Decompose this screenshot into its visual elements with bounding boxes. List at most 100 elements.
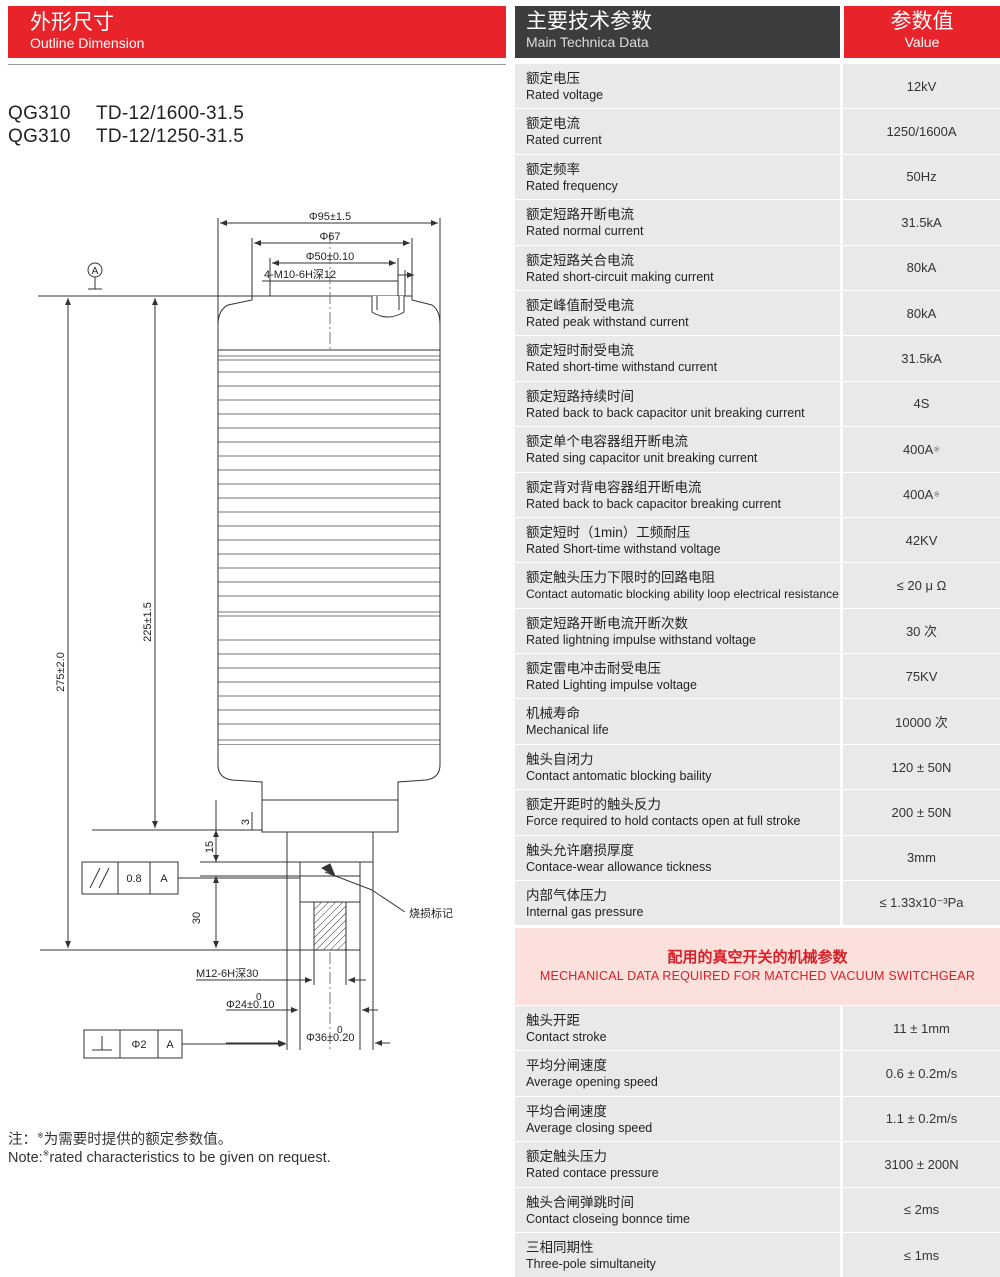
dim-36: Φ36±0.20 xyxy=(306,1032,354,1044)
param-en: Rated peak withstand current xyxy=(526,314,689,329)
table-row: 额定电压 Rated voltage 12kV xyxy=(515,64,1000,110)
param-value: 31.5kA xyxy=(843,336,1000,381)
param-en: Rated back to back capacitor unit breaki… xyxy=(526,405,805,420)
perp-tolerance: Φ2 xyxy=(132,1039,147,1051)
dim-24-upper: 0 xyxy=(256,992,262,1003)
param-zh: 内部气体压力 xyxy=(526,888,607,904)
parallel-datum: A xyxy=(160,873,168,885)
param-en: Rated frequency xyxy=(526,178,618,193)
param-en: Rated contace pressure xyxy=(526,1166,659,1181)
param-zh: 额定背对背电容器组开断电流 xyxy=(526,479,702,495)
param-value: 400A※ xyxy=(843,427,1000,472)
param-zh: 额定短路开断电流 xyxy=(526,207,634,223)
outline-drawing: A Φ95±1.5 Φ67 Φ50±0.10 4-M10-6H深12 275±2… xyxy=(38,211,453,1059)
param-value: ≤ 20 μ Ω xyxy=(843,563,1000,608)
param-en: Average opening speed xyxy=(526,1075,658,1090)
param-zh: 平均分闸速度 xyxy=(526,1058,607,1074)
param-en: Contact stroke xyxy=(526,1030,607,1044)
param-value: 1.1 ± 0.2m/s xyxy=(843,1096,1000,1142)
tech-header-zh: 主要技术参数 xyxy=(526,10,652,33)
param-en: Average closing speed xyxy=(526,1120,653,1135)
param-en: Contact antomatic blocking baility xyxy=(526,768,712,783)
param-zh: 额定短时耐受电流 xyxy=(526,343,634,359)
param-value: 0.6 ± 0.2m/s xyxy=(843,1051,1000,1096)
param-en: Rated Short-time withstand voltage xyxy=(526,541,721,556)
param-value: ≤ 2ms xyxy=(843,1187,1000,1232)
parallel-tolerance: 0.8 xyxy=(126,873,141,885)
dim-24: Φ24±0.10 xyxy=(226,999,274,1011)
dim-30: 30 xyxy=(191,912,203,924)
param-zh: 额定雷电冲击耐受电压 xyxy=(526,661,661,677)
mech-title-zh: 配用的真空开关的机械参数 xyxy=(667,949,848,966)
param-en: Rated Lighting impulse voltage xyxy=(526,678,697,693)
param-en: Rated lightning impulse withstand voltag… xyxy=(526,632,756,647)
param-zh: 额定触头压力下限时的回路电阻 xyxy=(526,570,715,586)
note-zh: 注：※为需要时提供的额定参数值。 xyxy=(8,1128,232,1149)
param-zh: 额定短时（1min）工频耐压 xyxy=(526,524,691,540)
value-header: 参数值 Value xyxy=(844,6,1000,58)
param-value: 12kV xyxy=(843,64,1000,109)
param-zh: 平均合闸速度 xyxy=(526,1103,607,1119)
param-zh: 触头开距 xyxy=(526,1013,580,1028)
param-zh: 触头允许磨损厚度 xyxy=(526,842,634,858)
param-value: 1250/1600A xyxy=(843,109,1000,154)
datum-label: A xyxy=(92,266,99,277)
param-value: 3100 ± 200N xyxy=(843,1142,1000,1187)
tech-header: 主要技术参数 Main Technica Data xyxy=(515,6,840,58)
dim-outer-diameter: Φ95±1.5 xyxy=(309,211,351,223)
param-zh: 额定峰值耐受电流 xyxy=(526,297,634,313)
param-value: 10000 次 xyxy=(843,699,1000,744)
param-value: 120 ± 50N xyxy=(843,744,1000,790)
outline-header: 外形尺寸 Outline Dimension xyxy=(8,6,506,58)
dim-36-upper: 0 xyxy=(337,1025,343,1036)
param-en: Force required to hold contacts open at … xyxy=(526,814,801,829)
param-value: 50Hz xyxy=(843,154,1000,200)
param-zh: 额定电流 xyxy=(526,116,580,132)
tech-header-en: Main Technica Data xyxy=(526,34,649,50)
dim-m12: M12-6H深30 xyxy=(196,967,258,980)
param-value: ≤ 1.33x10⁻³Pa xyxy=(843,881,1000,926)
param-en: Rated normal current xyxy=(526,224,644,239)
mech-section-header: 配用的真空开关的机械参数 MECHANICAL DATA REQUIRED FO… xyxy=(515,928,1000,1005)
mech-title-en: MECHANICAL DATA REQUIRED FOR MATCHED VAC… xyxy=(539,969,976,983)
note-zh-label: 注： xyxy=(8,1132,37,1148)
param-zh: 额定电压 xyxy=(526,71,580,86)
param-zh: 额定开距时的触头反力 xyxy=(526,797,661,813)
param-value: 31.5kA xyxy=(843,200,1000,245)
param-value: 80kA xyxy=(843,290,1000,336)
param-value: 75KV xyxy=(843,654,1000,699)
param-zh: 额定短路关合电流 xyxy=(526,252,634,268)
note-mark: ※ xyxy=(42,1149,50,1158)
dim-3: 3 xyxy=(240,819,252,825)
param-value: 80kA xyxy=(843,245,1000,290)
param-en: Contact closeing bonnce time xyxy=(526,1211,690,1226)
param-value: 200 ± 50N xyxy=(843,790,1000,835)
burn-mark-label: 烧损标记 xyxy=(409,906,453,920)
param-value: 3mm xyxy=(843,835,1000,881)
param-en: Internal gas pressure xyxy=(526,905,644,920)
param-en: Rated voltage xyxy=(526,88,604,102)
dim-225: 225±1.5 xyxy=(142,602,154,642)
param-value: 42KV xyxy=(843,517,1000,563)
note-en-text: rated characteristics to be given on req… xyxy=(49,1150,331,1166)
dim-thread-top: 4-M10-6H深12 xyxy=(264,268,336,281)
model-code: TD-12/1600-31.5 xyxy=(96,103,245,124)
param-en: Rated back to back capacitor breaking cu… xyxy=(526,496,781,511)
